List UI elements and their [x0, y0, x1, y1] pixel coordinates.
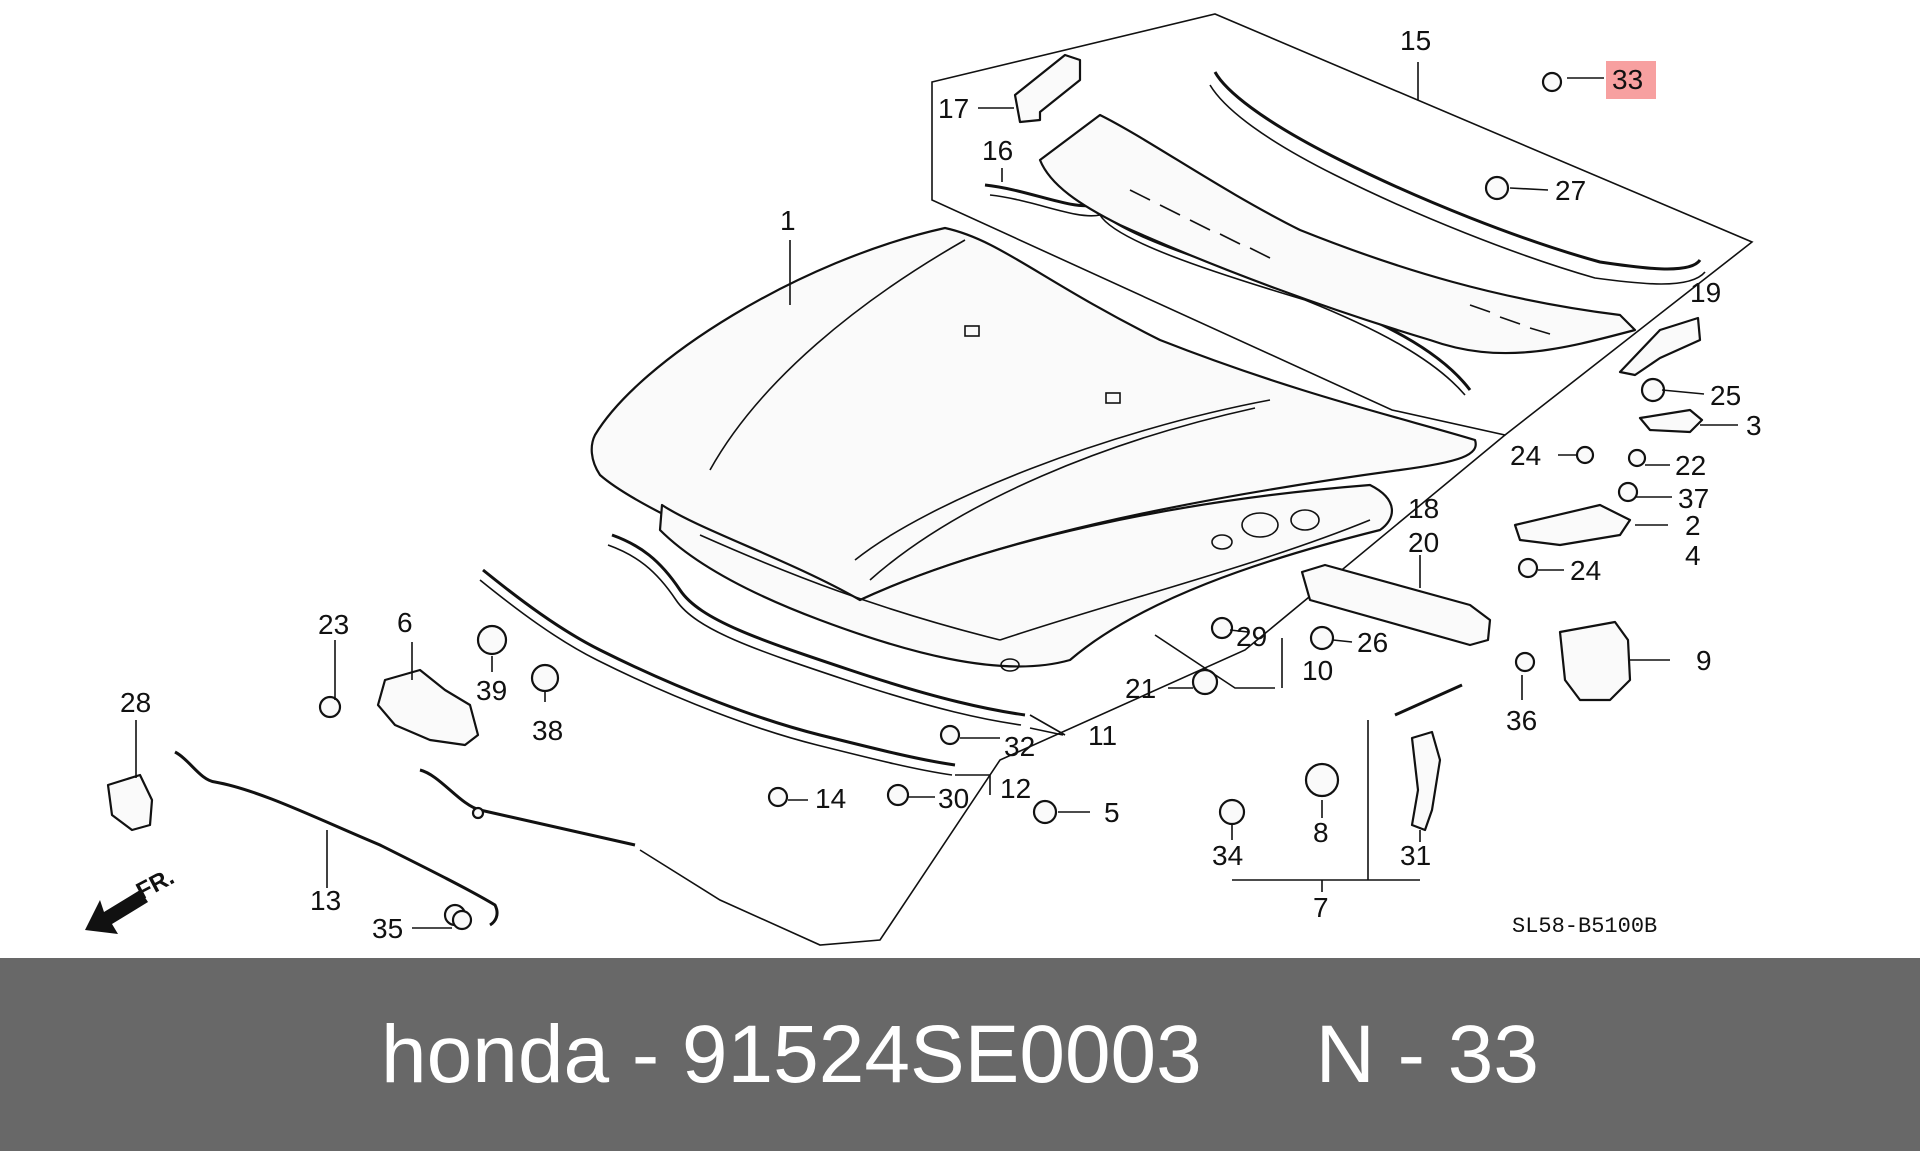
- callout-3: 3: [1746, 410, 1762, 441]
- callout-31: 31: [1400, 840, 1431, 871]
- callout-19: 19: [1690, 277, 1721, 308]
- callout-6: 6: [397, 607, 413, 638]
- callout-27: 27: [1555, 175, 1586, 206]
- fastener-25: [1640, 377, 1666, 403]
- hood-hinge: [1558, 620, 1632, 702]
- callout-10: 10: [1302, 655, 1333, 686]
- callout-17: 17: [938, 93, 969, 124]
- callout-14: 14: [815, 783, 846, 814]
- callout-9: 9: [1696, 645, 1712, 676]
- callout-7: 7: [1313, 892, 1329, 923]
- callout-11: 11: [1088, 720, 1117, 751]
- callout-30: 30: [938, 783, 969, 814]
- callout-1: 1: [780, 205, 796, 236]
- leader-lines: [135, 62, 1738, 929]
- hood-release-cable: [174, 750, 499, 927]
- callout-24b: 24: [1570, 555, 1601, 586]
- callout-39: 39: [476, 675, 507, 706]
- fastener-35: [451, 909, 473, 931]
- callout-26: 26: [1357, 627, 1388, 658]
- front-direction-arrow: FR.: [85, 863, 179, 934]
- callout-12: 12: [1000, 773, 1031, 804]
- callout-25: 25: [1710, 380, 1741, 411]
- hood-parts-diagram: FR. SL58-B5100B: [85, 13, 1762, 946]
- fastener-37: [1617, 481, 1639, 503]
- callout-20: 20: [1408, 527, 1439, 558]
- hinge-plate: [1513, 503, 1632, 547]
- fastener-36: [1514, 651, 1536, 673]
- hood-inner-frame: [658, 483, 1393, 672]
- fastener-38: [530, 663, 560, 693]
- callout-36: 36: [1506, 705, 1537, 736]
- callout-33: 33: [1612, 64, 1643, 95]
- callout-5: 5: [1104, 797, 1120, 828]
- callout-13: 13: [310, 885, 341, 916]
- support-rod-7: [1394, 683, 1463, 717]
- fasteners: [318, 71, 1666, 931]
- hood-support-rod: [419, 768, 636, 847]
- fastener-24a: [1575, 445, 1595, 465]
- grommet-31: [1410, 730, 1442, 832]
- fastener-8: [1304, 762, 1340, 798]
- fastener-32: [939, 724, 961, 746]
- fastener-21: [1191, 668, 1219, 696]
- fastener-33: [1541, 71, 1563, 93]
- highlight-box: [1606, 61, 1656, 99]
- hood-seal-11: [611, 533, 1026, 717]
- hood-insulator: [1300, 563, 1492, 647]
- callout-24a: 24: [1510, 440, 1541, 471]
- hood-assembly-outline: [639, 434, 1506, 946]
- diagram-reference-code: SL58-B5100B: [1512, 914, 1657, 939]
- latch-clip-28: [106, 773, 154, 832]
- fastener-5: [1032, 799, 1058, 825]
- fastener-30: [886, 783, 910, 807]
- callout-16: 16: [982, 135, 1013, 166]
- callout-34: 34: [1212, 840, 1243, 871]
- callout-21: 21: [1125, 673, 1156, 704]
- fastener-26: [1309, 625, 1335, 651]
- callout-18: 18: [1408, 493, 1439, 524]
- fastener-24b: [1517, 557, 1539, 579]
- cowl-bracket-17: [1013, 53, 1082, 124]
- fastener-22: [1627, 448, 1647, 468]
- fastener-29: [1210, 616, 1234, 640]
- fastener-27: [1484, 175, 1510, 201]
- callout-2: 2: [1685, 510, 1701, 541]
- callout-8: 8: [1313, 817, 1329, 848]
- callout-38: 38: [532, 715, 563, 746]
- cowl-trim-strip: [1213, 71, 1702, 271]
- callout-23: 23: [318, 609, 349, 640]
- fastener-39: [476, 624, 508, 656]
- callout-4: 4: [1685, 540, 1701, 571]
- callout-35: 35: [372, 913, 403, 944]
- callout-22: 22: [1675, 450, 1706, 481]
- callout-labels: 1 2 3 4 5 6 7 8 9 10 11 12 13 14 15 16 1…: [120, 25, 1762, 944]
- callout-29: 29: [1236, 621, 1267, 652]
- hood-seal-12: [482, 568, 956, 767]
- fastener-23: [318, 695, 342, 719]
- bracket-3: [1638, 408, 1704, 434]
- caption-band: honda - 91524SE0003 N - 33: [0, 958, 1920, 1151]
- callout-37: 37: [1678, 483, 1709, 514]
- cowl-top-cover: [1038, 113, 1637, 355]
- cowl-bracket-19: [1618, 316, 1702, 377]
- callout-32: 32: [1004, 731, 1035, 762]
- callout-15: 15: [1400, 25, 1431, 56]
- part-caption: honda - 91524SE0003 N - 33: [381, 1008, 1539, 1100]
- fastener-34: [1218, 798, 1246, 826]
- callout-28: 28: [120, 687, 151, 718]
- fastener-14: [767, 786, 789, 808]
- hood-latch: [376, 668, 480, 747]
